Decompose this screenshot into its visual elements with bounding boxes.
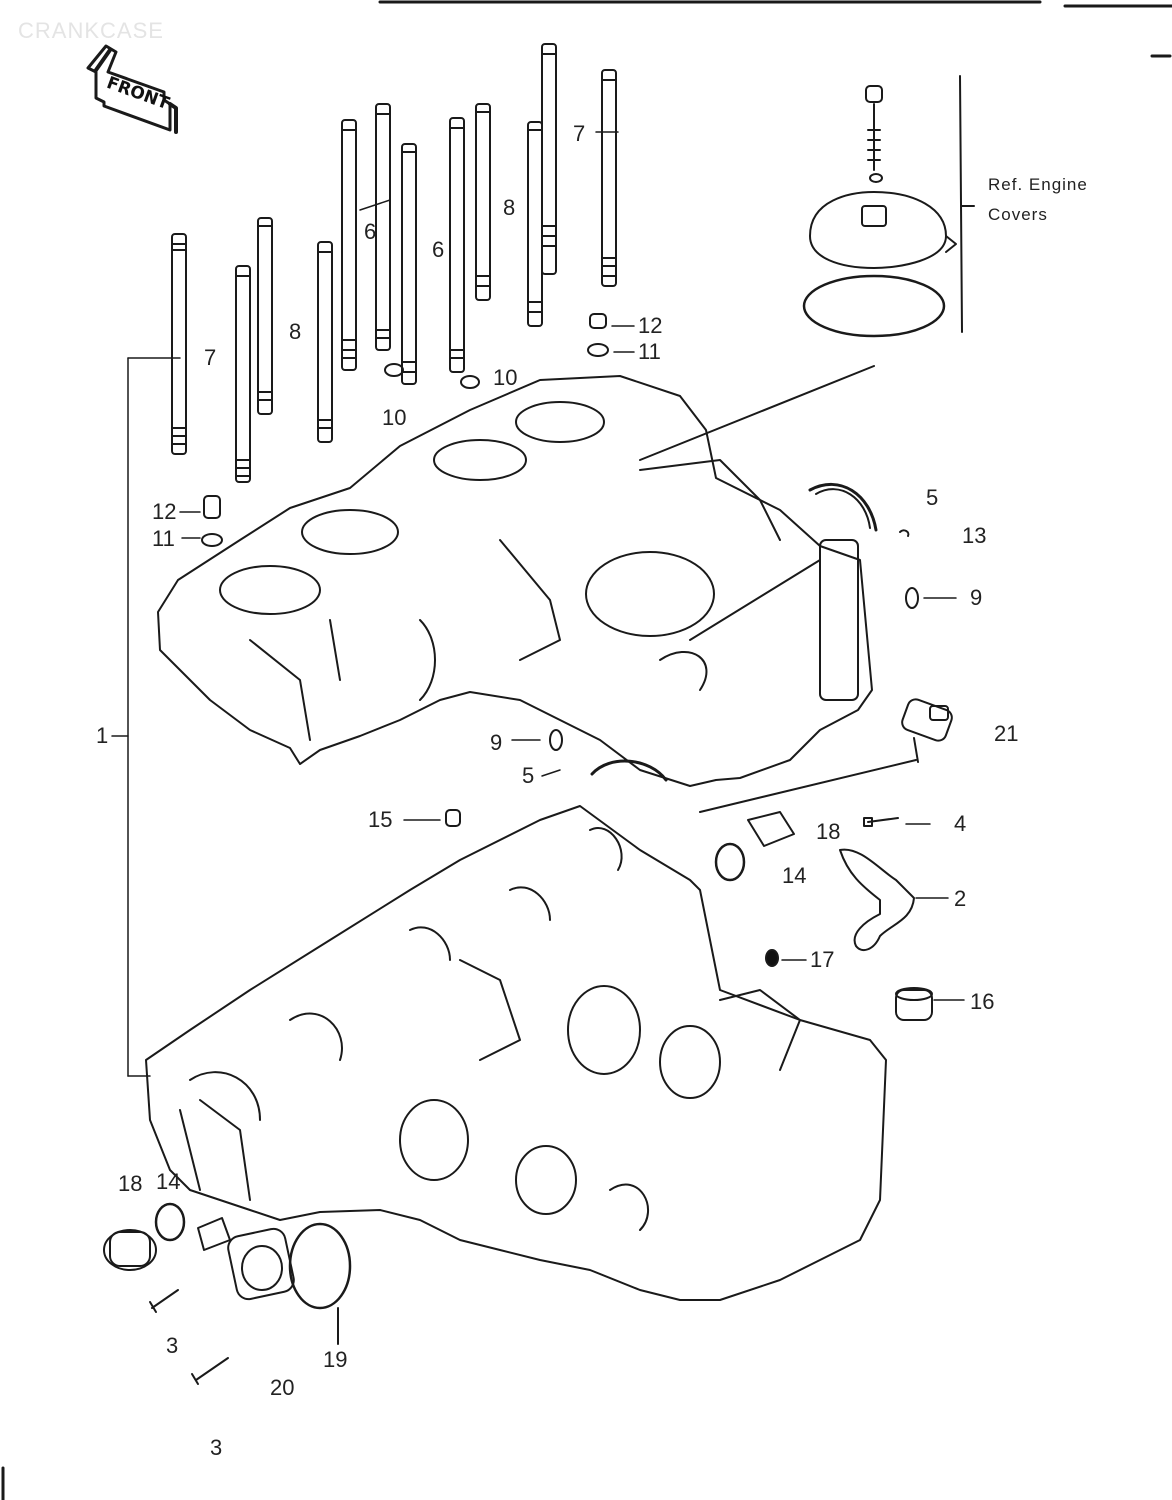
callout-8-right: 8: [503, 195, 516, 220]
callout-19: 19: [323, 1347, 348, 1372]
reference-note-line2: Covers: [988, 205, 1048, 224]
callout-10-upper: 10: [493, 365, 518, 390]
stud-washers: [201, 313, 609, 547]
callout-12-left: 12: [152, 499, 177, 524]
reference-note-line1: Ref. Engine: [988, 175, 1088, 194]
bearing-shells-upper: [549, 483, 919, 782]
callout-2: 2: [954, 886, 967, 911]
callout-15: 15: [368, 807, 393, 832]
leader-lines: [111, 131, 965, 1077]
callout-5-lower: 5: [522, 763, 535, 788]
lower-case-fittings: [445, 809, 933, 1021]
callout-11-upper: 11: [638, 339, 661, 364]
callout-12-upper: 12: [638, 313, 663, 338]
crankcase-studs: [171, 43, 617, 483]
reference-note: Ref. Engine Covers: [988, 170, 1088, 230]
callout-21: 21: [994, 721, 1019, 746]
callout-16: 16: [970, 989, 995, 1014]
callout-7-upper: 7: [573, 121, 586, 146]
callout-4: 4: [954, 811, 967, 836]
callout-13: 13: [962, 523, 987, 548]
upper-crankcase: [157, 375, 873, 787]
callout-10-lower: 10: [382, 405, 407, 430]
callout-9-right: 9: [970, 585, 983, 610]
callout-8-left: 8: [289, 319, 302, 344]
callout-18-right: 18: [816, 819, 841, 844]
callout-5-upper: 5: [926, 485, 939, 510]
callout-3-lower: 3: [210, 1435, 223, 1460]
callout-17: 17: [810, 947, 835, 972]
callout-7-left: 7: [204, 345, 217, 370]
callout-6-left: 6: [364, 219, 377, 244]
bottom-left-parts: [103, 1202, 352, 1385]
lower-crankcase: [145, 805, 887, 1301]
callout-3-upper: 3: [166, 1333, 179, 1358]
engine-cover-parts: [639, 75, 975, 461]
front-arrow-label: FRONT: [104, 73, 172, 114]
callout-1: 1: [96, 723, 109, 748]
oil-pressure-switch: [699, 698, 953, 813]
front-arrow-icon: [86, 44, 178, 134]
callout-6-right: 6: [432, 237, 445, 262]
callout-14-left: 14: [156, 1169, 181, 1194]
section-title: CRANKCASE: [18, 18, 164, 43]
callout-14-right: 14: [782, 863, 807, 888]
callout-20: 20: [270, 1375, 295, 1400]
callout-9-lower: 9: [490, 730, 503, 755]
callout-18-left: 18: [118, 1171, 143, 1196]
callout-11-left: 11: [152, 526, 175, 551]
